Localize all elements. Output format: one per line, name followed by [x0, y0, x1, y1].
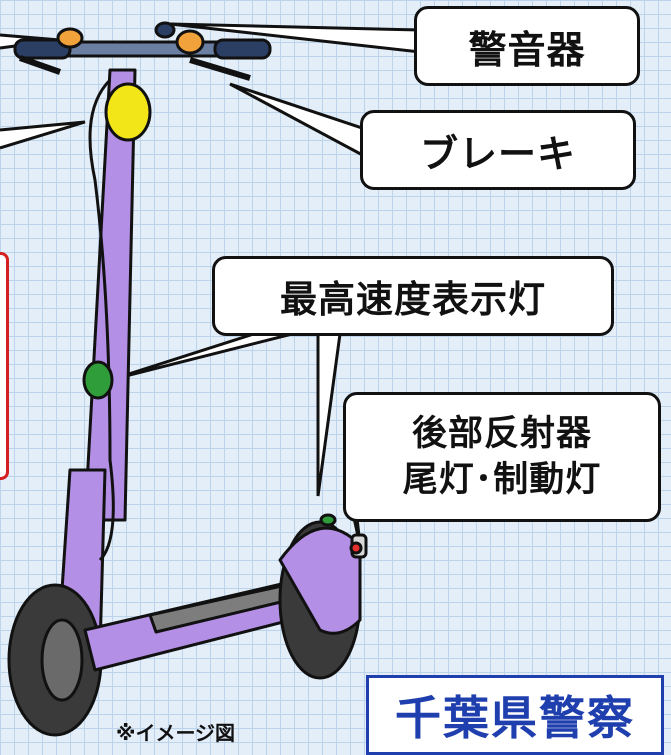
rear-red-lamp: [349, 541, 363, 555]
turn-signal-left: [56, 27, 84, 49]
scooter: [7, 21, 368, 737]
right-grip: [213, 38, 272, 60]
speed-lamp-pointer: [109, 330, 301, 382]
brake-cable: [88, 78, 115, 562]
red-frame-edge: [0, 252, 9, 480]
horn-callout: 警音器: [414, 6, 640, 86]
left-grip: [13, 38, 72, 60]
horn-label: 警音器: [468, 27, 586, 72]
headlight: [104, 82, 152, 142]
brake-label: ブレーキ: [419, 131, 576, 176]
tail-brake-lamp-label: 尾灯･制動灯: [402, 460, 602, 500]
brake-lever-right: [189, 57, 251, 81]
police-credit-box: 千葉県警察: [366, 675, 664, 755]
callout-pointers: [109, 22, 422, 546]
brake-lever-left: [19, 55, 61, 75]
image-note: ※イメージ図: [116, 721, 236, 745]
rear-lamp-pointer: [316, 332, 342, 497]
speed-lamp: [82, 360, 114, 400]
speed-lamp-callout: 最高速度表示灯: [212, 256, 614, 336]
brake-pointer: [229, 82, 370, 161]
rear-top-lamp: [319, 513, 337, 527]
left-pointer-mid: [0, 120, 86, 150]
turn-signal-right: [175, 29, 205, 55]
horn-button: [154, 21, 176, 39]
front-hub: [40, 618, 84, 702]
police-organization: 千葉県警察: [395, 691, 635, 745]
brake-callout: ブレーキ: [360, 110, 636, 190]
speed-lamp-label: 最高速度表示灯: [280, 278, 546, 321]
rear-reflector-label: 後部反射器: [411, 414, 592, 454]
rear-lamps-callout: 後部反射器 尾灯･制動灯: [343, 392, 661, 522]
